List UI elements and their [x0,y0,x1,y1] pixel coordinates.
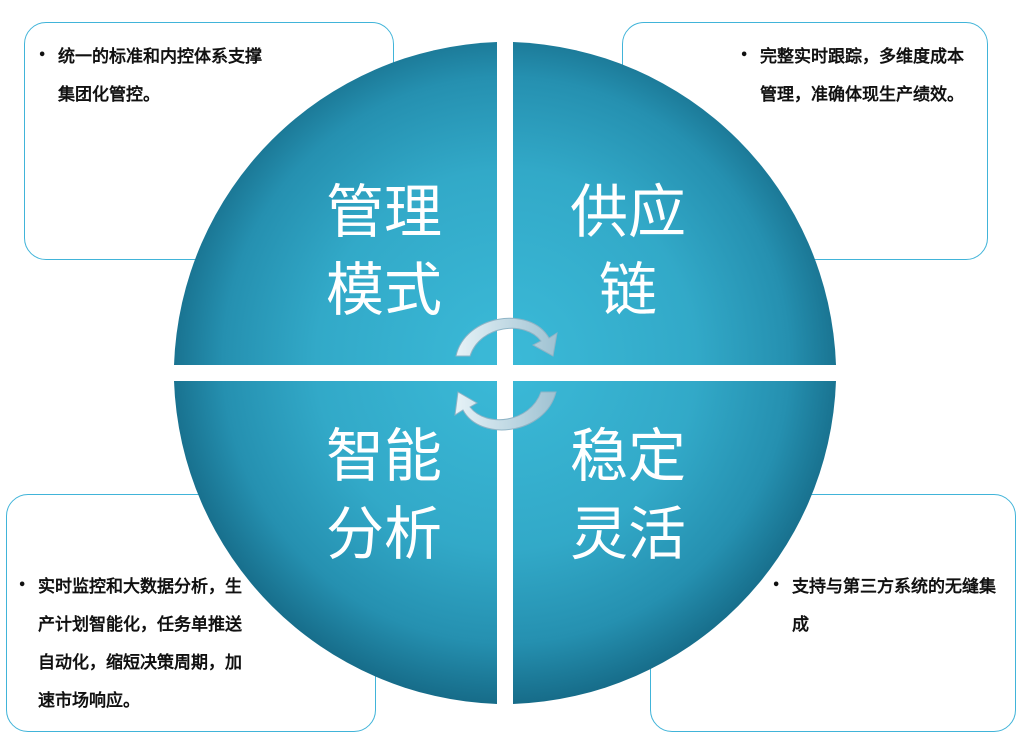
bullet-item-supply-chain: 完整实时跟踪，多维度成本管理，准确体现生产绩效。 [740,37,972,114]
quadrant-title-supply-line1: 供应 [570,178,686,246]
bullet-item-smart-analytics: 实时监控和大数据分析，生产计划智能化，任务单推送自动化，缩短决策周期，加速市场响… [18,567,250,720]
bullet-item-stable-flexible: 支持与第三方系统的无缝集成 [772,567,1004,644]
quadrant-title-stable-line2: 灵活 [570,500,686,568]
quadrant-title-management-line1: 管理 [326,178,442,246]
quadrant-management-model [174,42,497,365]
quadrant-title-stable-line1: 稳定 [570,422,686,490]
quadrant-title-analytics-line2: 分析 [326,500,442,568]
quadrant-title-supply-line2: 链 [599,256,657,324]
quadrant-title-management-line2: 模式 [326,256,442,324]
bullet-item-management-model: 统一的标准和内控体系支撑集团化管控。 [38,37,278,114]
description-list-supply-chain: 完整实时跟踪，多维度成本管理，准确体现生产绩效。 [740,37,972,114]
quadrant-stable-flexible [513,381,836,704]
description-list-management-model: 统一的标准和内控体系支撑集团化管控。 [38,37,278,114]
quadrant-smart-analytics [174,381,497,704]
quadrant-supply-chain [513,42,836,365]
description-list-smart-analytics: 实时监控和大数据分析，生产计划智能化，任务单推送自动化，缩短决策周期，加速市场响… [18,567,250,720]
quadrant-title-analytics-line1: 智能 [326,422,442,490]
description-list-stable-flexible: 支持与第三方系统的无缝集成 [772,567,1004,644]
cycle-arrows-icon [454,317,558,431]
